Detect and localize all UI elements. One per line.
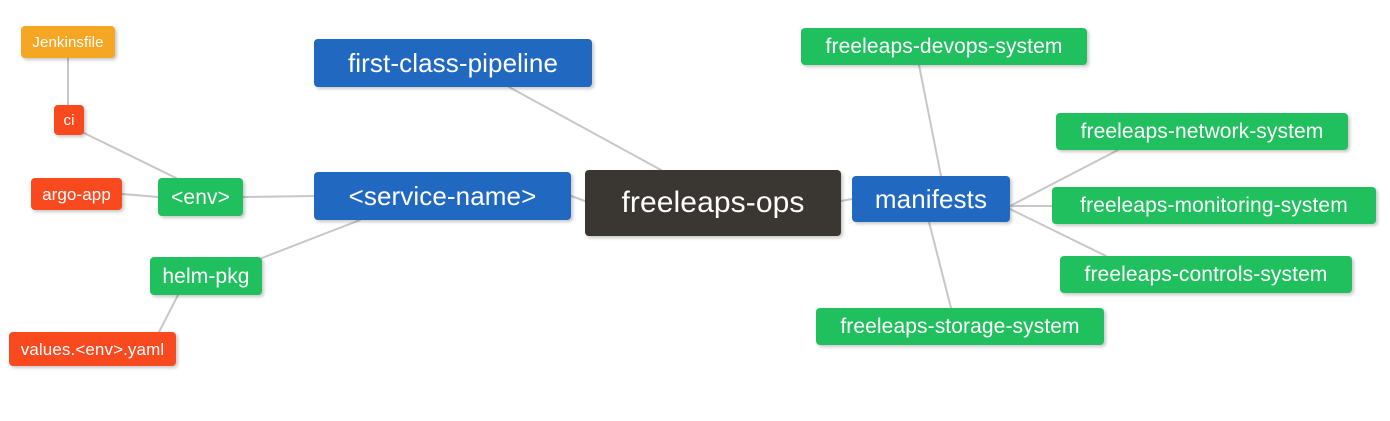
mindmap-node-label: argo-app [42, 184, 111, 204]
edge-helm-service [261, 219, 361, 259]
mindmap-node-label: freeleaps-storage-system [840, 315, 1080, 338]
edge-env-service [242, 195, 315, 198]
mindmap-node-label: ci [63, 111, 75, 129]
mindmap-node-label: freeleaps-controls-system [1084, 263, 1328, 286]
edge-root-manifests [840, 198, 853, 202]
mindmap-node-jenkins[interactable]: Jenkinsfile [21, 26, 115, 58]
mindmap-node-label: first-class-pipeline [347, 48, 559, 78]
mindmap-node-label: Jenkinsfile [32, 33, 104, 51]
mindmap-node-label: freeleaps-network-system [1080, 120, 1324, 143]
mindmap-node-controls[interactable]: freeleaps-controls-system [1060, 256, 1352, 293]
mindmap-node-label: helm-pkg [162, 264, 250, 288]
mindmap-node-pipeline[interactable]: first-class-pipeline [314, 39, 592, 87]
mindmap-node-devops[interactable]: freeleaps-devops-system [801, 28, 1087, 65]
mindmap-node-ci[interactable]: ci [54, 105, 84, 135]
edge-argo-env [121, 193, 159, 198]
edge-manifests-devops [918, 64, 942, 177]
mindmap-node-helm[interactable]: helm-pkg [150, 257, 262, 295]
edge-values-helm [158, 294, 179, 333]
mindmap-node-label: <service-name> [348, 181, 537, 211]
mindmap-node-label: values.<env>.yaml [20, 339, 165, 359]
mindmap-node-label: freeleaps-devops-system [825, 35, 1063, 58]
edge-pipeline-root [508, 86, 662, 171]
mindmap-node-label: <env> [171, 185, 230, 209]
edge-ci-env [83, 132, 177, 179]
mindmap-node-service[interactable]: <service-name> [314, 172, 571, 220]
mindmap-node-root[interactable]: freeleaps-ops [585, 170, 841, 236]
mindmap-node-label: freeleaps-ops [621, 186, 805, 219]
mindmap-node-storage[interactable]: freeleaps-storage-system [816, 308, 1104, 345]
mindmap-node-monitoring[interactable]: freeleaps-monitoring-system [1052, 187, 1376, 224]
mindmap-node-env[interactable]: <env> [158, 178, 243, 216]
mindmap-node-values[interactable]: values.<env>.yaml [9, 332, 176, 366]
mindmap-node-argo[interactable]: argo-app [31, 178, 122, 210]
mindmap-node-label: freeleaps-monitoring-system [1080, 194, 1348, 217]
mindmap-node-network[interactable]: freeleaps-network-system [1056, 113, 1348, 150]
mindmap-node-manifests[interactable]: manifests [852, 176, 1010, 222]
edge-manifests-storage [928, 221, 952, 309]
mindmap-node-label: manifests [874, 184, 988, 214]
edge-service-root [570, 195, 586, 202]
